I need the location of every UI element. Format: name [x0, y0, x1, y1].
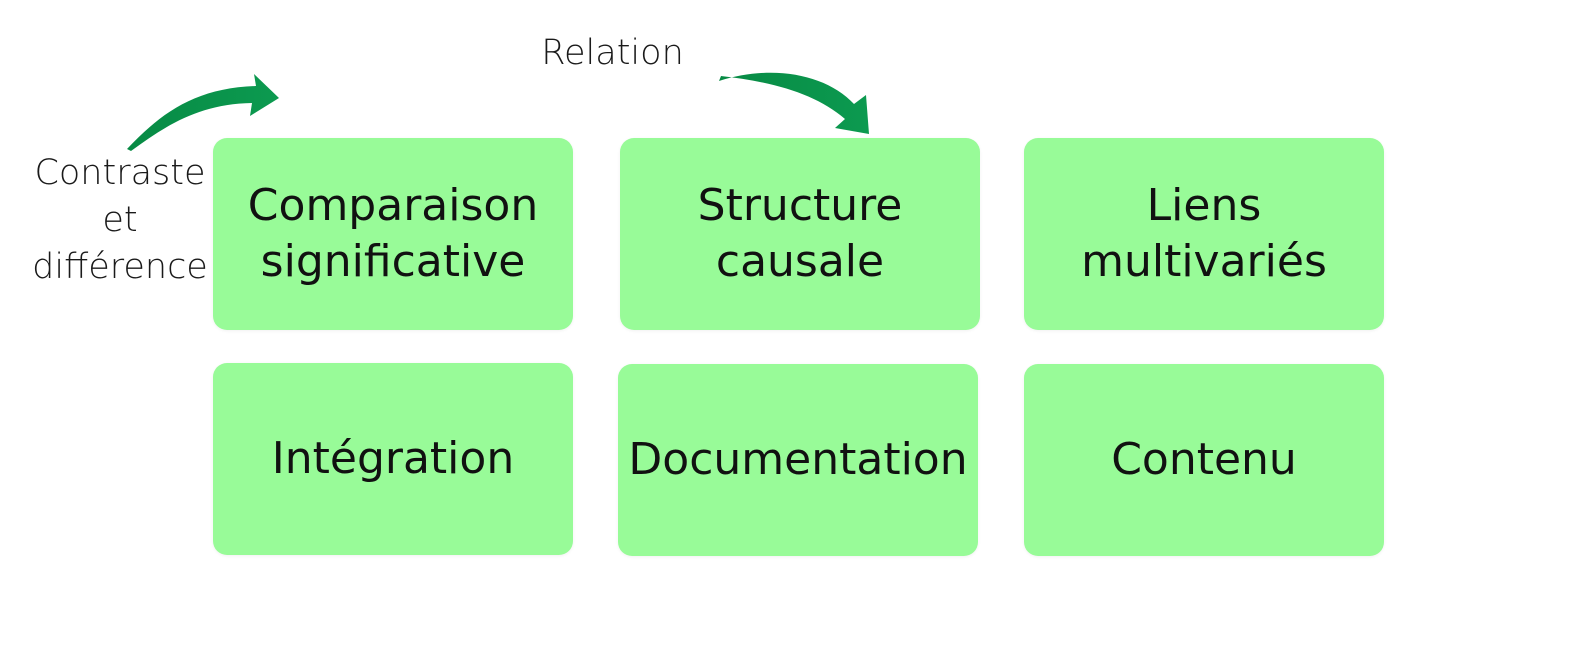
box-line-1: Comparaison [247, 180, 539, 231]
box-line-2: causale [715, 236, 885, 287]
box-structure-causale: Structure causale [620, 138, 980, 330]
box-comparaison-significative: Comparaison significative [213, 138, 573, 330]
box-integration: Intégration [213, 363, 573, 555]
relation-label: Relation [541, 33, 684, 73]
box-documentation: Documentation [618, 364, 978, 556]
contrast-label-line-2: et [102, 200, 138, 240]
box-text: Contenu [1111, 432, 1297, 488]
curved-arrow-down-icon [719, 72, 869, 134]
box-text: Liens multivariés [1081, 178, 1327, 290]
box-line-1: Documentation [628, 434, 968, 485]
box-line-1: Structure [697, 180, 903, 231]
box-line-1: Contenu [1111, 434, 1297, 485]
contrast-label-line-1: Contraste [34, 153, 206, 193]
box-text: Documentation [628, 432, 967, 488]
box-text: Comparaison significative [248, 178, 538, 290]
box-line-2: significative [260, 236, 526, 287]
box-contenu: Contenu [1024, 364, 1384, 556]
box-line-1: Liens [1146, 180, 1262, 231]
contrast-label: Contraste et différence [22, 150, 218, 291]
box-line-1: Intégration [271, 433, 515, 484]
box-text: Intégration [272, 431, 514, 487]
box-line-2: multivariés [1081, 236, 1327, 287]
box-text: Structure causale [698, 178, 903, 290]
contrast-label-line-3: différence [32, 247, 208, 287]
box-liens-multivaries: Liens multivariés [1024, 138, 1384, 330]
